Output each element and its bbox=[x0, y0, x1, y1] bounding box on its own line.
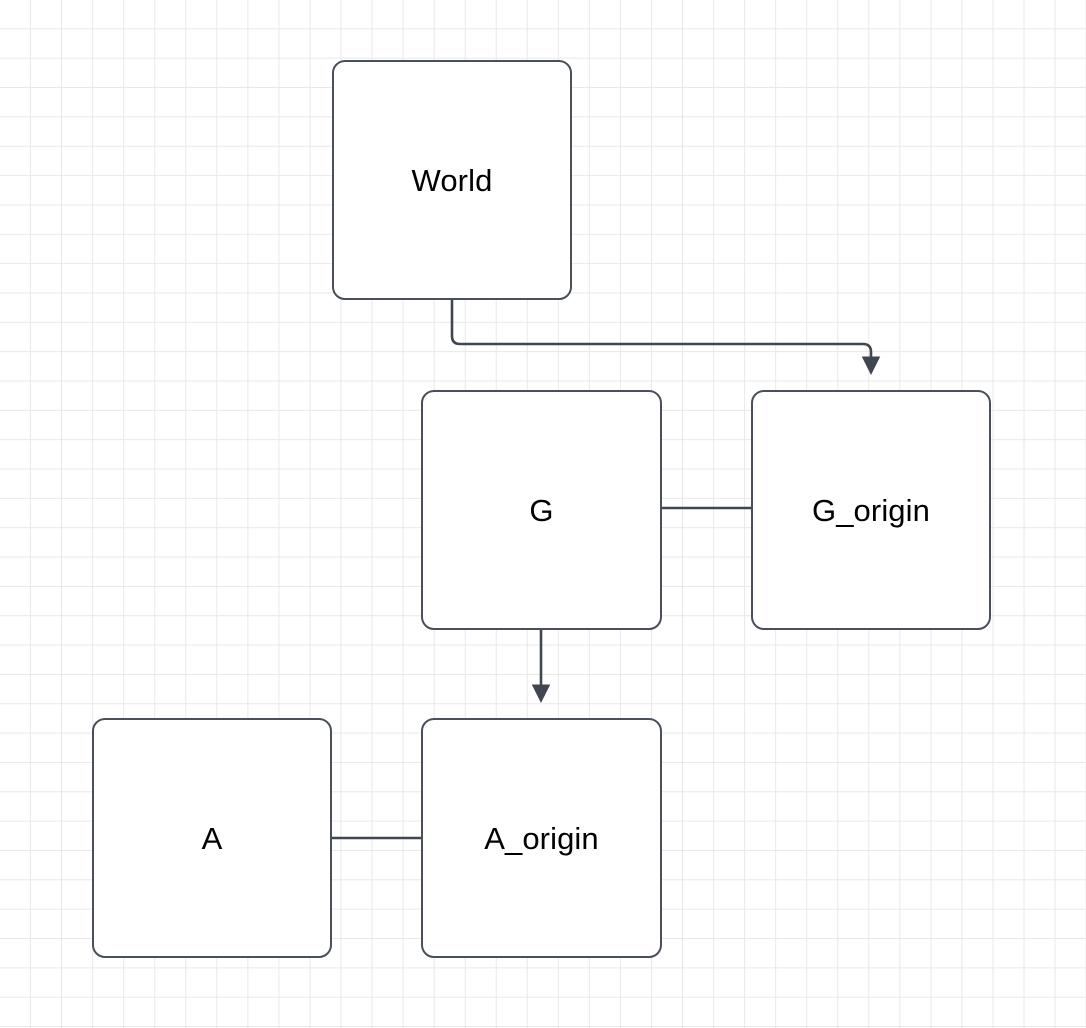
node-a[interactable]: A bbox=[92, 718, 332, 958]
node-g[interactable]: G bbox=[421, 390, 662, 630]
node-world[interactable]: World bbox=[332, 60, 572, 300]
node-a-label: A bbox=[201, 820, 223, 856]
node-a-origin-label: A_origin bbox=[484, 820, 599, 856]
node-g-label: G bbox=[529, 492, 554, 528]
node-world-label: World bbox=[411, 162, 493, 198]
node-g-origin-label: G_origin bbox=[812, 492, 930, 528]
node-g-origin[interactable]: G_origin bbox=[751, 390, 991, 630]
edge-world-to-g-origin bbox=[450, 300, 881, 375]
node-a-origin[interactable]: A_origin bbox=[421, 718, 662, 958]
